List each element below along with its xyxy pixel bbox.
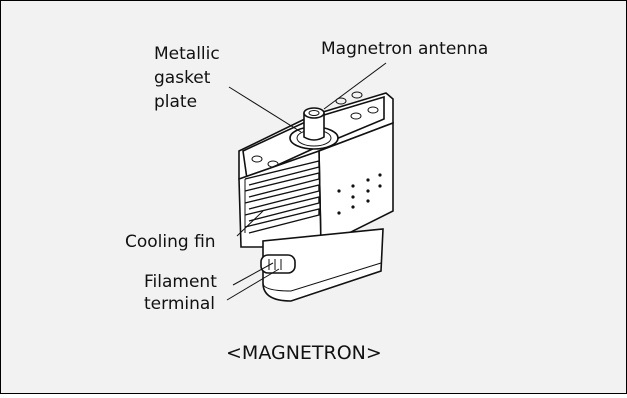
diagram-caption: <MAGNETRON> (226, 342, 382, 364)
label-filament-2: terminal (144, 294, 215, 314)
label-cooling-fin: Cooling fin (125, 232, 216, 252)
label-metallic-2: gasket (154, 68, 211, 88)
gasket-and-antenna (289, 107, 339, 150)
diagram-labels: Metallic gasket plate Magnetron antenna … (125, 39, 488, 364)
label-filament-1: Filament (144, 272, 217, 292)
magnetron-illustration (238, 91, 394, 302)
label-magnetron-antenna: Magnetron antenna (321, 39, 488, 59)
side-vent-dots (337, 173, 382, 215)
cooling-fins (244, 160, 320, 234)
leader-lines (226, 62, 387, 301)
label-metallic-1: Metallic (154, 44, 220, 64)
filament-terminal (260, 254, 296, 274)
label-metallic-3: plate (154, 92, 197, 112)
